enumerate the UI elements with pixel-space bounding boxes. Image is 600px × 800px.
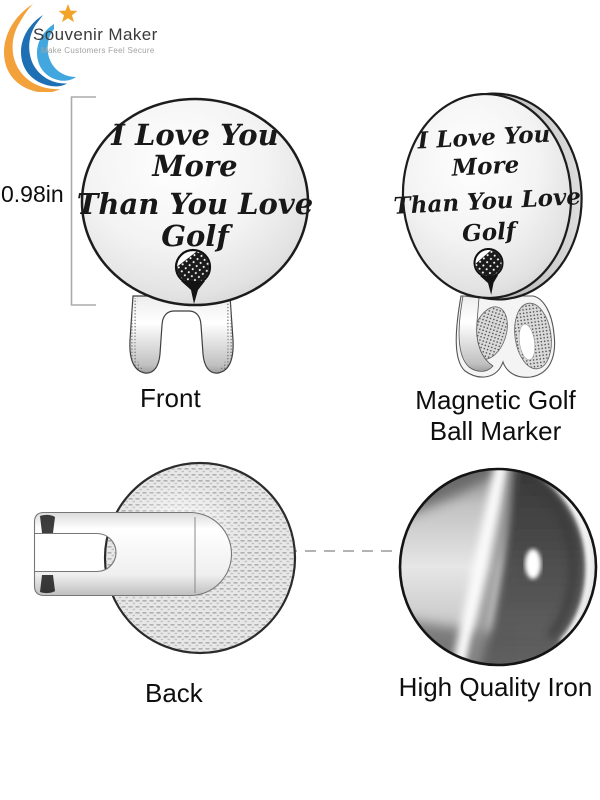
- magnetic-caption-line1: Magnetic Golf: [415, 385, 576, 415]
- hat-clip-prongs: [129, 295, 234, 374]
- crescent-swoosh-icon: [37, 24, 76, 81]
- clip-dark-reflection: [40, 575, 55, 594]
- magnetic-caption: Magnetic Golf Ball Marker: [393, 385, 598, 447]
- clip-knurl-stripe: [220, 298, 234, 369]
- crescent-swoosh-icon: [21, 15, 67, 87]
- iron-detail-border: [398, 467, 598, 667]
- back-view-image: [33, 461, 297, 655]
- iron-detail-image: [398, 467, 598, 667]
- back-caption: Back: [145, 678, 203, 708]
- brand-tagline: Make Customers Feel Secure: [41, 46, 155, 55]
- front-view-image: I Love You More Than You Love Golf: [77, 97, 313, 374]
- engraving-line: Than You Love: [77, 187, 313, 221]
- golf-ball-on-tee-icon: [174, 248, 212, 304]
- clip-knurl-stripe: [129, 298, 143, 369]
- clip-dark-reflection: [40, 514, 55, 533]
- clip-left-band: [458, 295, 494, 372]
- iron-metal-closeup: [400, 469, 596, 665]
- hat-clip-back: [33, 511, 232, 597]
- engraving-line: Golf: [161, 219, 233, 253]
- diameter-measurement-label: 0.98in: [1, 181, 64, 207]
- engraving-line: More: [450, 151, 520, 182]
- engraving-line: More: [151, 149, 237, 183]
- brand-name: Souvenir Maker: [33, 25, 158, 44]
- golf-ball-on-tee-icon: [473, 248, 504, 295]
- marker-disc-front: [80, 97, 310, 307]
- iron-caption: High Quality Iron: [398, 672, 593, 702]
- magnetic-caption-line2: Ball Marker: [429, 416, 562, 446]
- star-icon: [58, 4, 78, 23]
- magnetic-view-image: I Love You More Than You Love Golf: [393, 92, 583, 378]
- front-caption: Front: [140, 383, 201, 413]
- crescent-swoosh-icon: [4, 4, 60, 92]
- clip-highlight: [518, 323, 536, 361]
- brand-logo: [4, 4, 78, 92]
- marker-disc-face: [401, 92, 573, 300]
- engraving-line: Golf: [461, 217, 520, 247]
- engraving-line: I Love You: [110, 118, 278, 152]
